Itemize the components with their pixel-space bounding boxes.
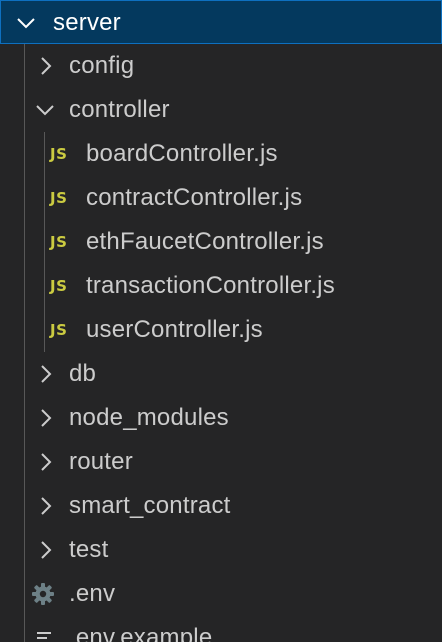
tree-item-label: .env [69, 580, 116, 607]
js-file-icon: JS [50, 321, 68, 339]
tree-item-env[interactable]: .env [0, 572, 442, 616]
tree-item-label: test [69, 536, 109, 563]
lines-icon [32, 616, 58, 642]
chevron-right-icon [35, 352, 57, 396]
chevron-right-icon [35, 440, 57, 484]
chevron-right-icon [35, 396, 57, 440]
tree-item-label: .env.example [69, 624, 213, 642]
tree-root-server[interactable]: server [0, 0, 442, 44]
chevron-right-icon [35, 484, 57, 528]
js-file-icon: JS [50, 189, 68, 207]
tree-item-label: userController.js [86, 316, 263, 343]
tree-item-label: router [69, 448, 133, 475]
indent-guide-controller [44, 132, 45, 352]
chevron-right-icon [35, 528, 57, 572]
tree-item-controller[interactable]: controller [0, 88, 442, 132]
gear-icon [30, 572, 56, 616]
tree-item-label: boardController.js [86, 140, 278, 167]
chevron-down-icon [15, 1, 37, 45]
tree-item-user-controller[interactable]: JS userController.js [0, 308, 442, 352]
chevron-down-icon [34, 88, 56, 132]
tree-item-eth-faucet-controller[interactable]: JS ethFaucetController.js [0, 220, 442, 264]
tree-item-label: ethFaucetController.js [86, 228, 324, 255]
js-file-icon: JS [50, 277, 68, 295]
tree-item-config[interactable]: config [0, 44, 442, 88]
tree-item-label: smart_contract [69, 492, 231, 519]
tree-item-label: node_modules [69, 404, 229, 431]
tree-item-smart-contract[interactable]: smart_contract [0, 484, 442, 528]
tree-item-board-controller[interactable]: JS boardController.js [0, 132, 442, 176]
js-file-icon: JS [50, 145, 68, 163]
js-file-icon: JS [50, 233, 68, 251]
tree-item-test[interactable]: test [0, 528, 442, 572]
chevron-right-icon [35, 44, 57, 88]
tree-item-node-modules[interactable]: node_modules [0, 396, 442, 440]
tree-item-transaction-controller[interactable]: JS transactionController.js [0, 264, 442, 308]
tree-item-contract-controller[interactable]: JS contractController.js [0, 176, 442, 220]
tree-item-label: controller [69, 96, 170, 123]
tree-item-label: config [69, 52, 135, 79]
tree-item-router[interactable]: router [0, 440, 442, 484]
tree-item-env-example[interactable]: .env.example [0, 616, 442, 642]
tree-item-label: transactionController.js [86, 272, 335, 299]
tree-item-label: contractController.js [86, 184, 303, 211]
indent-guide-root [24, 44, 25, 642]
tree-item-label: db [69, 360, 97, 387]
tree-item-db[interactable]: db [0, 352, 442, 396]
tree-root-label: server [53, 9, 121, 36]
